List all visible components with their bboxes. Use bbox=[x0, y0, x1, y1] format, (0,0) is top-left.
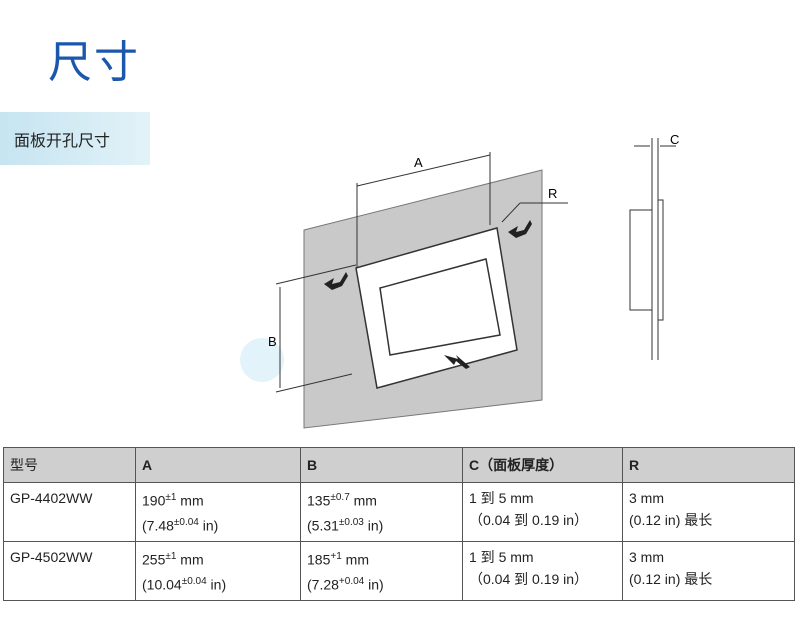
header-r: R bbox=[622, 447, 795, 483]
header-c: C（面板厚度） bbox=[462, 447, 623, 483]
cell-b: 135±0.7 mm(5.31±0.03 in) bbox=[300, 482, 463, 542]
dimension-lines bbox=[275, 138, 676, 393]
page-title: 尺寸 bbox=[48, 37, 140, 88]
cell-r: 3 mm(0.12 in) 最长 bbox=[622, 541, 795, 601]
header-a: A bbox=[135, 447, 301, 483]
cell-model: GP-4402WW bbox=[3, 482, 136, 542]
push-arrow-icon bbox=[444, 355, 470, 369]
label-b: B bbox=[268, 334, 277, 349]
cell-model: GP-4502WW bbox=[3, 541, 136, 601]
table-row: GP-4402WW 190±1 mm(7.48±0.04 in) 135±0.7… bbox=[3, 482, 795, 542]
header-b: B bbox=[300, 447, 463, 483]
table-row: GP-4502WW 255±1 mm(10.04±0.04 in) 185+1 … bbox=[3, 541, 795, 601]
label-r: R bbox=[548, 186, 557, 201]
device-screen bbox=[379, 258, 501, 356]
header-model: 型号 bbox=[3, 447, 136, 483]
section-label-text: 面板开孔尺寸 bbox=[14, 130, 111, 150]
cutout-dimensions-table: 型号 A B C（面板厚度） R GP-4402WW 190±1 mm(7.48… bbox=[3, 447, 795, 601]
rotate-arrow-icon bbox=[324, 272, 348, 290]
table-header-row: 型号 A B C（面板厚度） R bbox=[3, 447, 795, 483]
cell-b: 185+1 mm(7.28+0.04 in) bbox=[300, 541, 463, 601]
cell-r: 3 mm(0.12 in) 最长 bbox=[622, 482, 795, 542]
cell-a: 190±1 mm(7.48±0.04 in) bbox=[135, 482, 301, 542]
arrow-icons bbox=[324, 220, 532, 369]
label-a: A bbox=[414, 155, 423, 170]
cell-a: 255±1 mm(10.04±0.04 in) bbox=[135, 541, 301, 601]
cell-c: 1 到 5 mm（0.04 到 0.19 in） bbox=[462, 482, 623, 542]
cell-c: 1 到 5 mm（0.04 到 0.19 in） bbox=[462, 541, 623, 601]
label-c: C bbox=[670, 132, 679, 147]
section-label: 面板开孔尺寸 bbox=[0, 112, 150, 165]
panel-cutout-diagram: 工博士 A B R C bbox=[240, 132, 679, 429]
rotate-arrow-icon bbox=[508, 220, 532, 238]
